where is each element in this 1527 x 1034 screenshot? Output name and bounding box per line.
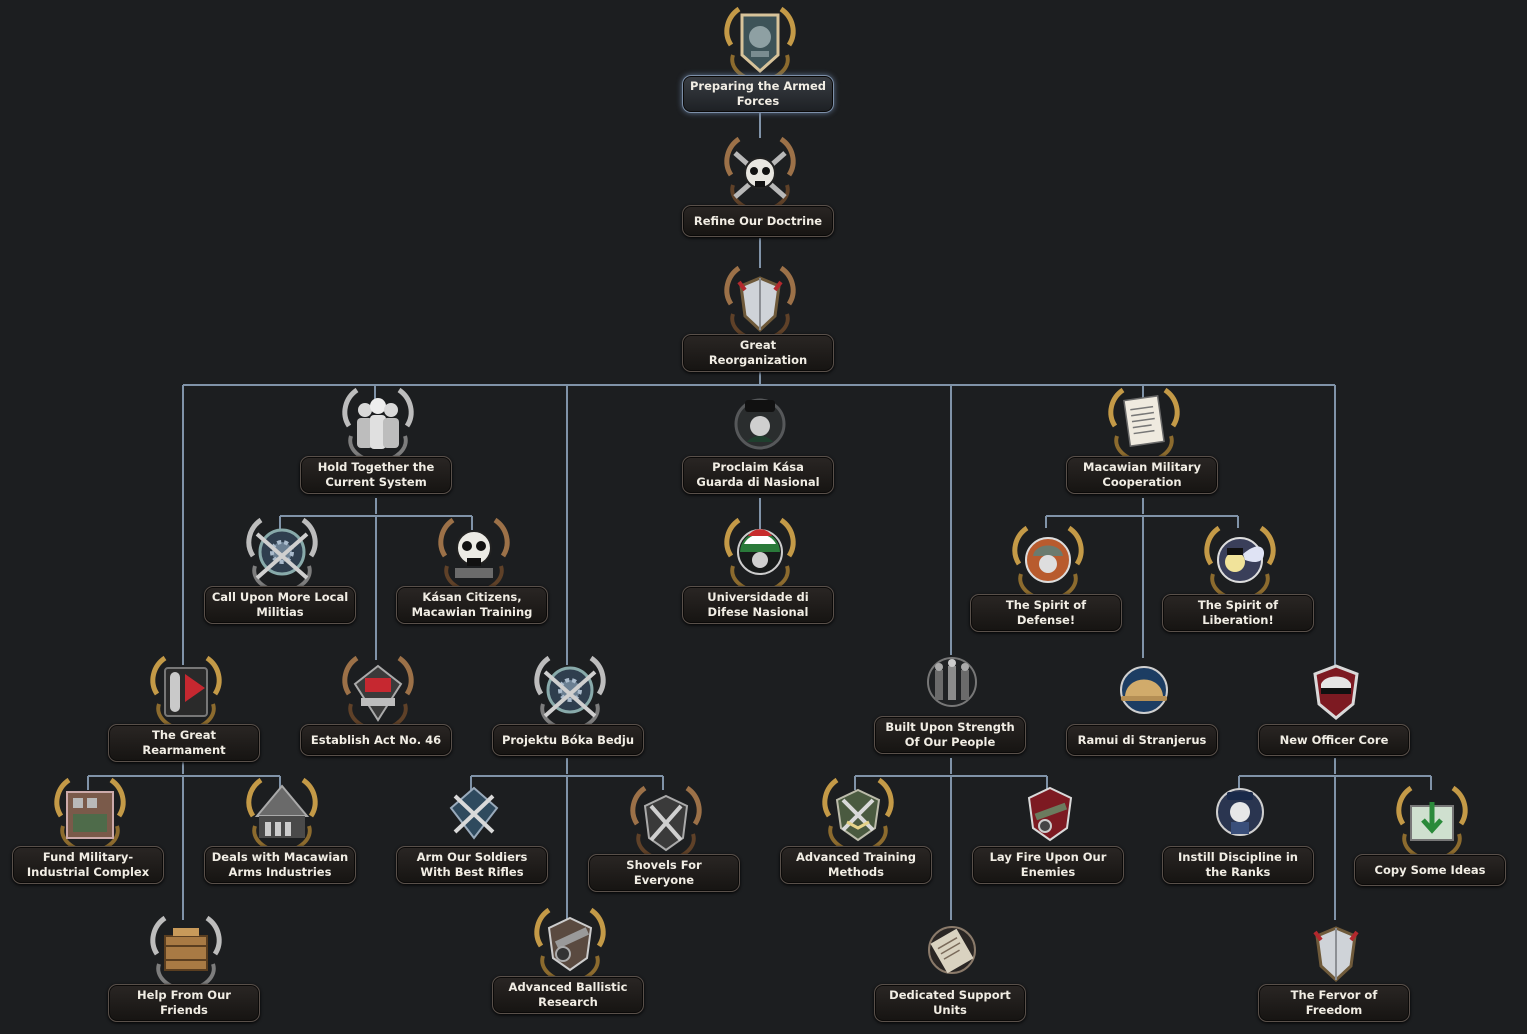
focus-label: Deals with Macawian Arms Industries [204, 846, 356, 884]
focus-node-help[interactable]: Help From Our Friends [106, 914, 266, 1034]
focus-node-proclaim[interactable]: Proclaim Kása Guarda di Nasional [680, 386, 840, 506]
gear-crossed-rifles-icon [239, 516, 325, 596]
shell-and-red-flag-icon [143, 654, 229, 734]
arms-factory-icon [239, 776, 325, 856]
focus-node-university[interactable]: Universidade di Difese Nasional [680, 516, 840, 636]
soldiers-group-icon [335, 386, 421, 466]
focus-node-fund[interactable]: Fund Military-Industrial Complex [10, 776, 170, 896]
focus-node-deals[interactable]: Deals with Macawian Arms Industries [202, 776, 362, 896]
focus-node-officer[interactable]: New Officer Core [1256, 654, 1416, 774]
focus-node-shovels[interactable]: Shovels For Everyone [586, 784, 746, 904]
focus-label: Universidade di Difese Nasional [682, 586, 834, 624]
skull-crossed-rifles-icon [717, 135, 803, 215]
focus-label: Preparing the Armed Forces [682, 75, 834, 113]
focus-node-layfire[interactable]: Lay Fire Upon Our Enemies [970, 776, 1130, 896]
focus-label: New Officer Core [1258, 724, 1410, 756]
red-flag-tank-icon [335, 654, 421, 734]
focus-node-discipline[interactable]: Instill Discipline in the Ranks [1160, 776, 1320, 896]
gear-crossed-rifles-icon [527, 654, 613, 734]
scroll-icon [909, 914, 995, 994]
focus-node-fervor[interactable]: The Fervor of Freedom [1256, 914, 1416, 1034]
skull-icon [431, 516, 517, 596]
focus-node-projektu[interactable]: Projektu Bóka Bedju [490, 654, 650, 774]
focus-node-refine[interactable]: Refine Our Doctrine [680, 135, 840, 255]
focus-label: Instill Discipline in the Ranks [1162, 846, 1314, 884]
focus-node-support[interactable]: Dedicated Support Units [872, 914, 1032, 1034]
focus-label: Call Upon More Local Militias [204, 586, 356, 624]
focus-node-cooperation[interactable]: Macawian Military Cooperation [1064, 386, 1224, 506]
focus-node-act46[interactable]: Establish Act No. 46 [298, 654, 458, 774]
crossed-rifles-icon [431, 776, 517, 856]
focus-node-training[interactable]: Advanced Training Methods [778, 776, 938, 896]
focus-label: Arm Our Soldiers With Best Rifles [396, 846, 548, 884]
shield-icon [1293, 914, 1379, 994]
focus-label: Great Reorganization [682, 334, 834, 372]
focus-node-ballistic[interactable]: Advanced Ballistic Research [490, 906, 650, 1026]
focus-node-preparing[interactable]: Preparing the Armed Forces [680, 5, 840, 125]
focus-label: Advanced Ballistic Research [492, 976, 644, 1014]
focus-label: The Fervor of Freedom [1258, 984, 1410, 1022]
supply-crate-icon [143, 914, 229, 994]
focus-label: Establish Act No. 46 [300, 724, 452, 756]
cannon-icon [527, 906, 613, 986]
focus-label: Kásan Citizens, Macawian Training [396, 586, 548, 624]
focus-label: Proclaim Kása Guarda di Nasional [682, 456, 834, 494]
officer-cap-shield-icon [1293, 654, 1379, 734]
officer-portrait-icon [717, 386, 803, 466]
focus-label: Help From Our Friends [108, 984, 260, 1022]
focus-node-rearm[interactable]: The Great Rearmament [106, 654, 266, 774]
artillery-gun-icon [1007, 776, 1093, 856]
focus-node-reorg[interactable]: Great Reorganization [680, 264, 840, 384]
academy-crest-icon [717, 516, 803, 596]
crowd-icon [909, 646, 995, 726]
helmeted-soldier-icon [1005, 524, 1091, 604]
document-icon [1101, 386, 1187, 466]
blueprint-arrow-icon [1389, 784, 1475, 864]
focus-node-hold[interactable]: Hold Together the Current System [298, 386, 458, 506]
focus-label: The Great Rearmament [108, 724, 260, 762]
focus-label: Refine Our Doctrine [682, 205, 834, 237]
focus-label: Copy Some Ideas [1354, 854, 1506, 886]
pith-helmet-icon [1101, 654, 1187, 734]
officer-pony-icon [1197, 776, 1283, 856]
focus-label: Macawian Military Cooperation [1066, 456, 1218, 494]
shield-icon [717, 264, 803, 344]
horse-portrait-shield-icon [717, 5, 803, 85]
focus-node-spirit_def[interactable]: The Spirit of Defense! [968, 524, 1128, 644]
focus-label: Ramui di Stranjerus [1066, 724, 1218, 756]
focus-label: Built Upon Strength Of Our People [874, 716, 1026, 754]
focus-label: Projektu Bóka Bedju [492, 724, 644, 756]
focus-node-spirit_lib[interactable]: The Spirit of Liberation! [1160, 524, 1320, 644]
focus-node-rifles[interactable]: Arm Our Soldiers With Best Rifles [394, 776, 554, 896]
focus-label: Hold Together the Current System [300, 456, 452, 494]
focus-node-copy[interactable]: Copy Some Ideas [1352, 784, 1512, 904]
focus-label: Shovels For Everyone [588, 854, 740, 892]
focus-label: Lay Fire Upon Our Enemies [972, 846, 1124, 884]
focus-label: Fund Military-Industrial Complex [12, 846, 164, 884]
focus-label: Advanced Training Methods [780, 846, 932, 884]
focus-node-built[interactable]: Built Upon Strength Of Our People [872, 646, 1032, 766]
winged-pony-icon [1197, 524, 1283, 604]
focus-label: The Spirit of Liberation! [1162, 594, 1314, 632]
crossed-shovels-icon [623, 784, 709, 864]
focus-label: The Spirit of Defense! [970, 594, 1122, 632]
focus-node-militias[interactable]: Call Upon More Local Militias [202, 516, 362, 636]
focus-node-ramui[interactable]: Ramui di Stranjerus [1064, 654, 1224, 774]
crossed-rifles-chevron-icon [815, 776, 901, 856]
focus-label: Dedicated Support Units [874, 984, 1026, 1022]
focus-node-kasan[interactable]: Kásan Citizens, Macawian Training [394, 516, 554, 636]
factory-icon [47, 776, 133, 856]
